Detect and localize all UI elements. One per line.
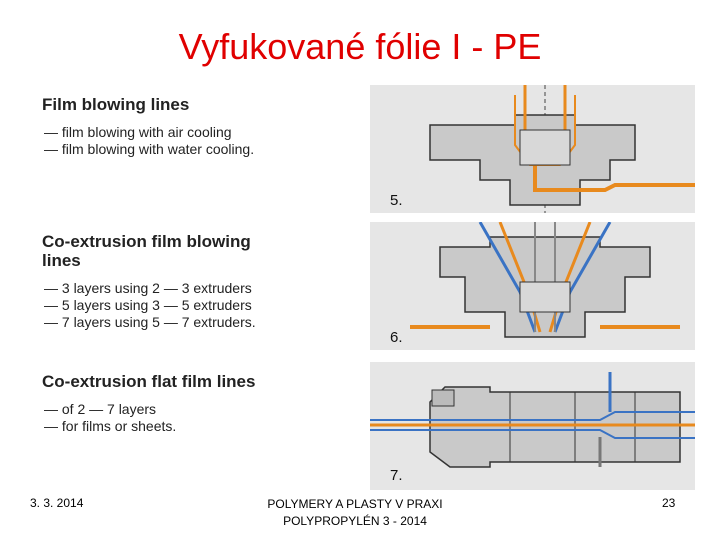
flat-film-die-diagram [370, 372, 695, 468]
footer-date: 3. 3. 2014 [30, 496, 84, 510]
figure-number: 6. [390, 329, 403, 346]
list-item: — for films or sheets. [44, 418, 177, 434]
section-heading-coextrusion-blowing-cont: lines [42, 251, 81, 270]
slide-title: Vyfukované fólie I - PE [178, 26, 542, 67]
list-item: — 5 layers using 3 — 5 extruders [44, 297, 252, 313]
list-item: — film blowing with air cooling [44, 124, 232, 140]
figure-number: 5. [390, 192, 403, 209]
section-heading-coextrusion-blowing: Co-extrusion film blowing [42, 232, 251, 251]
footer-line-2: POLYPROPYLÉN 3 - 2014 [283, 514, 427, 528]
figure-panel-5: 5. [370, 85, 695, 213]
list-item: — 7 layers using 5 — 7 extruders. [44, 314, 256, 330]
figure-number: 7. [390, 467, 403, 484]
list-item: — film blowing with water cooling. [44, 141, 255, 157]
coextrusion-blowing-die-diagram [410, 222, 680, 338]
section-heading-flat-film: Co-extrusion flat film lines [42, 372, 256, 391]
blown-film-die-diagram [429, 85, 695, 213]
list-item: — 3 layers using 2 — 3 extruders [44, 280, 252, 296]
page-number: 23 [662, 496, 676, 510]
list-item: — of 2 — 7 layers [44, 401, 157, 417]
section-heading-film-blowing: Film blowing lines [42, 95, 190, 114]
figure-panel-6: 6. [370, 222, 695, 350]
footer-center-text: POLYMERY A PLASTY V PRAXI POLYPROPYLÉN 3… [230, 496, 480, 530]
footer-line-1: POLYMERY A PLASTY V PRAXI [267, 497, 443, 511]
figure-panel-7: 7. [370, 362, 695, 490]
